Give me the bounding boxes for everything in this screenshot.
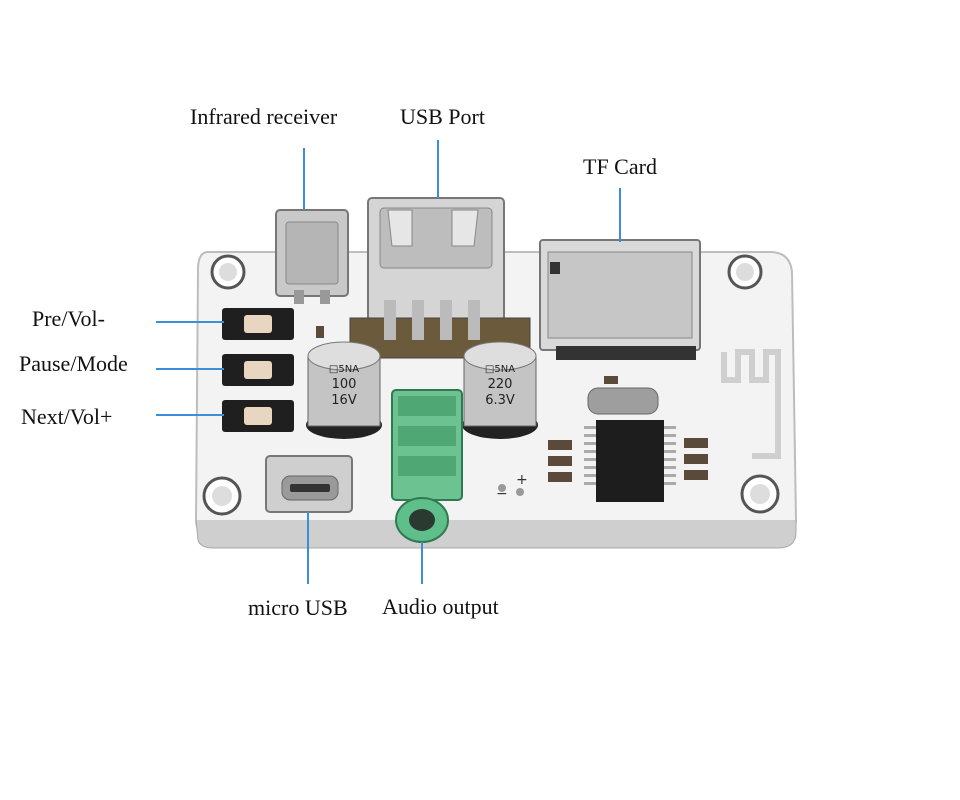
cap-left-voltage-text: 16V (331, 393, 357, 408)
label-usb-port: USB Port (400, 104, 485, 129)
leader-tf-card (619, 188, 621, 242)
mounting-hole-bottom-right (740, 474, 780, 514)
leader-pause-mode (156, 368, 224, 370)
audio-jack-component (391, 389, 463, 543)
leader-infrared-receiver (303, 148, 305, 210)
leader-audio-output (421, 542, 423, 584)
cap-left-value-text: 100 (332, 377, 357, 392)
antenna-trace (721, 349, 781, 459)
label-pause-mode: Pause/Mode (19, 351, 128, 376)
crystal-oscillator (587, 387, 659, 415)
tf-card-slot (539, 239, 701, 360)
label-audio-output: Audio output (382, 594, 499, 619)
label-micro-usb: micro USB (248, 595, 348, 620)
leader-micro-usb (307, 512, 309, 584)
micro-usb-component (265, 455, 353, 513)
solder-pad-plus (516, 488, 524, 496)
label-next-vol: Next/Vol+ (21, 404, 113, 429)
pre-vol-button (222, 308, 294, 340)
cap-right-top-text: □5NA (485, 364, 515, 375)
leader-next-vol (156, 414, 224, 416)
label-pre-vol: Pre/Vol- (32, 306, 105, 331)
cap-right-voltage-text: 6.3V (485, 393, 515, 408)
capacitor-right: □5NA 220 6.3V (462, 341, 538, 439)
label-tf-card: TF Card (583, 154, 657, 179)
main-chip (584, 420, 676, 502)
leader-pre-vol (156, 321, 224, 323)
pause-mode-button (222, 354, 294, 386)
next-vol-button (222, 400, 294, 432)
mounting-hole-top-right (727, 254, 763, 290)
solder-pad-minus (498, 484, 506, 492)
capacitor-left: □5NA 100 16V (306, 341, 382, 439)
mounting-hole-bottom-left (202, 476, 242, 516)
mounting-hole-top-left (210, 254, 246, 290)
cap-left-top-text: □5NA (329, 364, 359, 375)
plus-marking: + (516, 472, 528, 488)
usb-port-component (349, 197, 531, 359)
cap-right-value-text: 220 (488, 377, 513, 392)
infrared-receiver-component (275, 209, 349, 304)
leader-usb-port (437, 140, 439, 198)
minus-marking: − (496, 486, 508, 502)
smd-components (316, 326, 708, 482)
label-infrared-receiver: Infrared receiver (190, 104, 338, 129)
